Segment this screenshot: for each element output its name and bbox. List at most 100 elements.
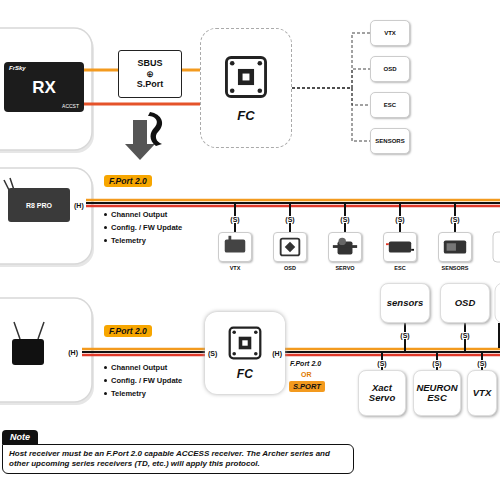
- rx-frame: [0, 168, 92, 264]
- wire: [84, 103, 200, 106]
- peripheral-label: ESC: [394, 265, 405, 271]
- slave-marker: (S): [449, 216, 460, 223]
- bus-stripe: [82, 348, 205, 351]
- note-tab: Note: [2, 430, 38, 444]
- icon-node: SENSORS: [432, 232, 478, 274]
- label-holder: (S): [459, 332, 470, 339]
- connector: [182, 69, 200, 72]
- device-picture: [219, 233, 251, 261]
- bus-stripe: [285, 354, 500, 357]
- label-holder: F.Port 2.0: [104, 325, 152, 337]
- protocol-tag: ACCST: [62, 103, 79, 109]
- rx-frame: [0, 28, 92, 150]
- slave-marker: (S): [476, 360, 487, 367]
- peripheral-label: SENSORS: [442, 265, 469, 271]
- label-holder: (S): [431, 360, 442, 367]
- big-node: OSD: [440, 283, 490, 323]
- label-holder: Channel Output: [104, 210, 167, 219]
- connector: [292, 88, 370, 141]
- peripheral-label: sensors: [387, 298, 423, 308]
- device-icon: [383, 232, 417, 262]
- bus-stripe: [82, 354, 205, 357]
- big-node: Xact Servo: [358, 370, 406, 416]
- bullet-dot: [104, 239, 107, 242]
- chip-wrap: [223, 54, 269, 100]
- connector: [292, 69, 370, 88]
- fc-label: FC: [237, 108, 254, 123]
- fc-label: FC: [237, 367, 253, 381]
- bus-stripe: [86, 205, 500, 208]
- bus-stripe: [285, 348, 500, 351]
- drop-line: [498, 323, 500, 348]
- big-node: NEURON ESC: [413, 370, 461, 416]
- feature-item: Channel Output: [111, 363, 167, 372]
- connector: [285, 352, 482, 370]
- feature-item: Config. / FW Update: [111, 376, 182, 385]
- slave-marker: (S): [431, 360, 442, 367]
- feature-item: Config. / FW Update: [111, 223, 182, 232]
- cut-device: [495, 283, 500, 323]
- peripheral-label: VTX: [473, 388, 491, 398]
- feature-item: Telemetry: [111, 236, 146, 245]
- host-marker: (H): [68, 349, 78, 356]
- slave-marker: (S): [208, 350, 217, 357]
- connector: [285, 323, 405, 352]
- sm-node: ESC: [370, 92, 410, 118]
- device-icon: [438, 232, 472, 262]
- down-arrow: [125, 120, 155, 160]
- icon-node: OSD: [267, 232, 313, 274]
- peripheral-label: OSD: [284, 265, 296, 271]
- connector: [92, 203, 290, 232]
- label-holder: Telemetry: [104, 236, 146, 245]
- connector: [292, 33, 370, 88]
- signal-label: SBUS ⊕ S.Port: [137, 58, 164, 89]
- label-holder: S.PORT: [289, 381, 325, 392]
- connector: [292, 88, 370, 105]
- device-picture: [384, 233, 416, 261]
- feature-item: Channel Output: [111, 210, 167, 219]
- sm-node: SENSORS: [370, 128, 410, 154]
- receiver-device: [12, 339, 44, 365]
- label-holder: Config. / FW Update: [104, 223, 182, 232]
- feature-item: Telemetry: [111, 389, 146, 398]
- bus-stripe: [86, 199, 500, 202]
- protocol-logo: F.Port 2.0: [104, 325, 152, 337]
- device-picture: [274, 233, 306, 261]
- slave-marker: (S): [394, 216, 405, 223]
- device-name: R8 PRO: [26, 202, 52, 209]
- peripheral-label: SENSORS: [375, 138, 404, 144]
- connector: [84, 69, 118, 72]
- big-node: VTX: [467, 370, 497, 416]
- receiver-device: R8 PRO: [8, 188, 70, 222]
- peripheral-label: VTX: [230, 265, 241, 271]
- big-node: sensors: [380, 283, 430, 323]
- device-icon: [328, 232, 362, 262]
- slave-marker: (S): [376, 360, 387, 367]
- label-holder: (S): [399, 332, 410, 339]
- slave-marker: (S): [399, 332, 410, 339]
- label-holder: (S): [476, 360, 487, 367]
- connector: [82, 351, 205, 353]
- device-picture: [439, 233, 471, 261]
- label-holder: (S): [449, 216, 460, 223]
- connector: [92, 203, 400, 232]
- connector: [285, 352, 382, 370]
- icon-node: SERVO: [322, 232, 368, 274]
- slave-marker: (S): [284, 216, 295, 223]
- label-holder: (S): [284, 216, 295, 223]
- fc-core: FC: [227, 325, 263, 381]
- label-holder: OR: [300, 371, 313, 378]
- peripheral-label: NEURON ESC: [416, 383, 457, 404]
- sm-node: VTX: [370, 20, 410, 46]
- device-name: RX: [32, 79, 56, 96]
- rx-frame: [0, 298, 92, 402]
- device-icon: [218, 232, 252, 262]
- icon-node: ESC: [377, 232, 423, 274]
- label-holder: F.Port 2.0: [104, 175, 152, 187]
- device-picture: [329, 233, 361, 261]
- icon-node: VTX: [212, 232, 258, 274]
- label-holder: Config. / FW Update: [104, 376, 182, 385]
- peripheral-label: Xact Servo: [369, 383, 395, 404]
- slave-marker: (S): [459, 332, 470, 339]
